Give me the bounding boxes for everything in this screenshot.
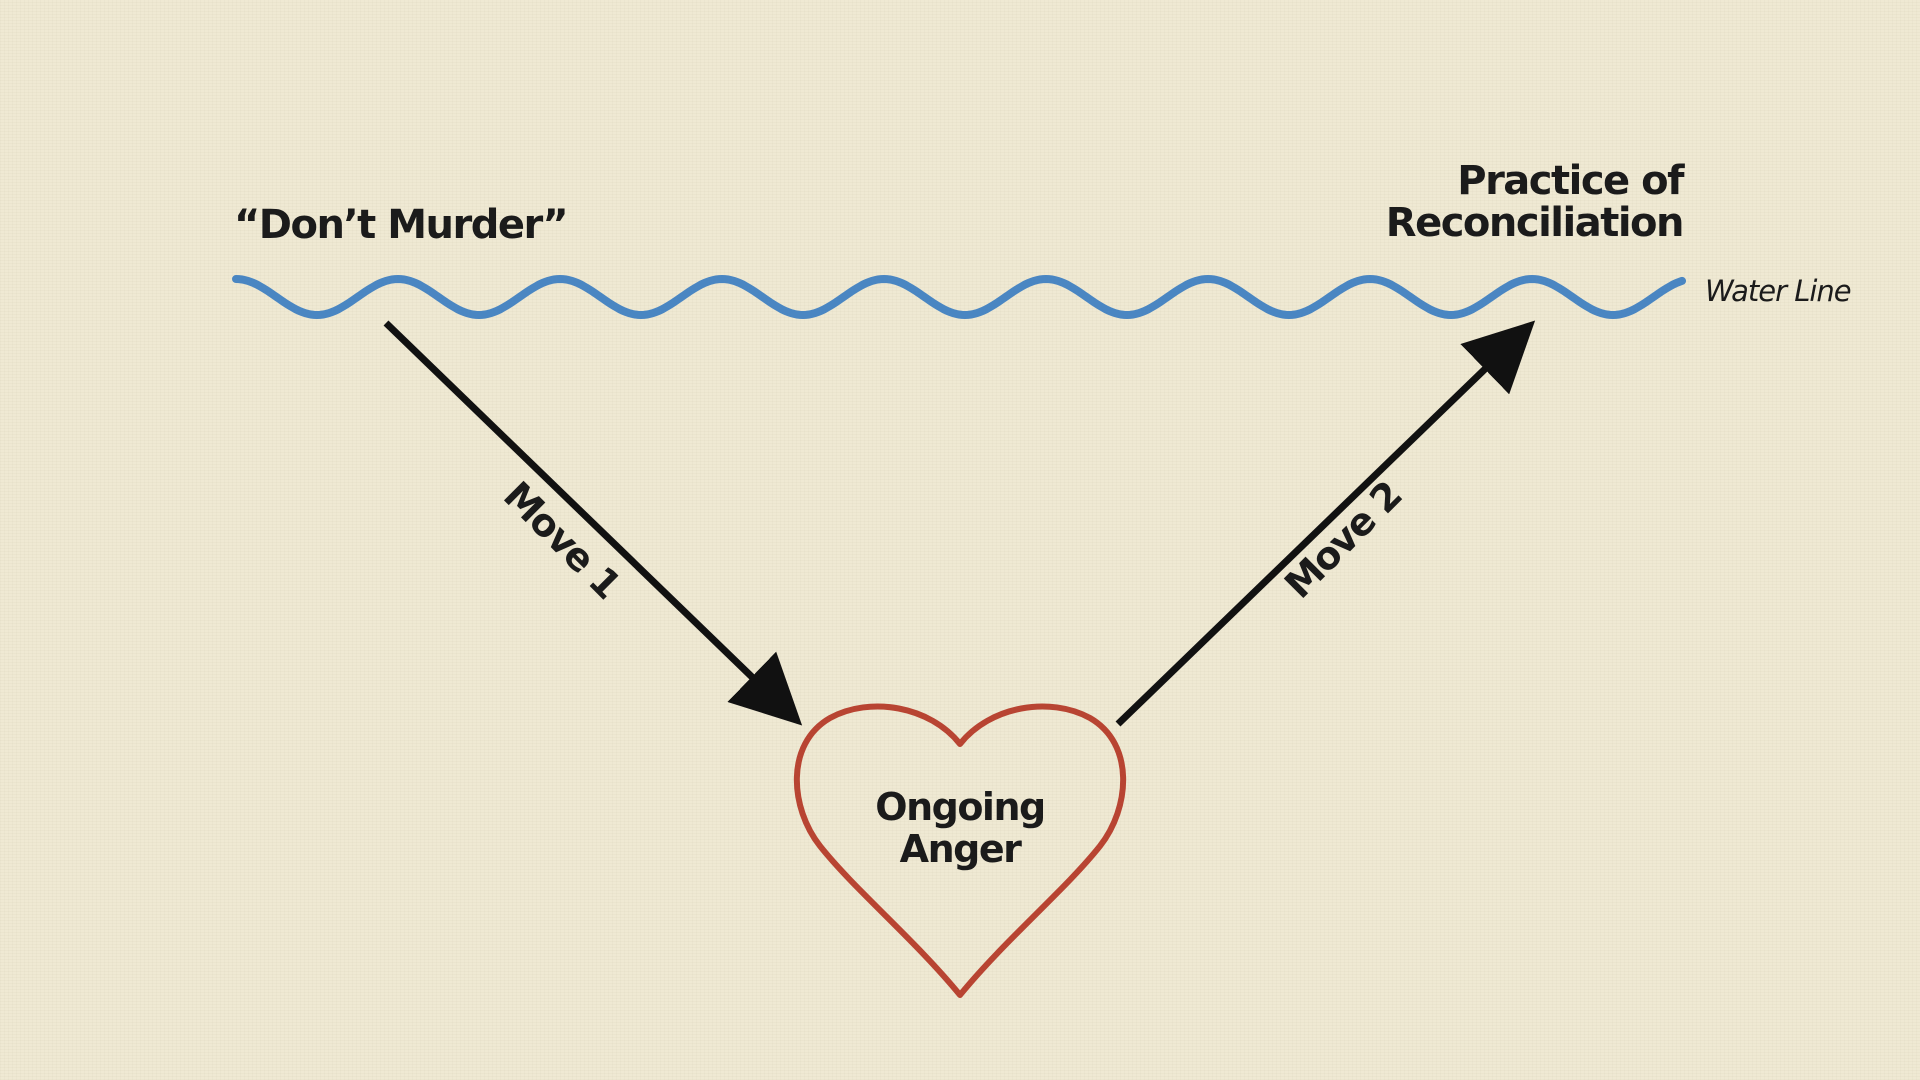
dont-murder-label: “Don’t Murder” xyxy=(234,202,569,248)
practice-of-reconciliation-label: Practice of Reconciliation xyxy=(1385,158,1685,246)
heart-label-line-2: Anger xyxy=(899,827,1022,871)
heart-label-line-1: Ongoing xyxy=(875,785,1046,829)
ongoing-anger-label: Ongoing Anger xyxy=(860,786,1060,870)
practice-line-1: Practice of xyxy=(1457,158,1684,204)
move-1-arrow xyxy=(383,320,803,726)
practice-line-2: Reconciliation xyxy=(1385,200,1685,246)
water-line-wave xyxy=(232,274,1686,320)
move-2-arrow xyxy=(1115,320,1536,727)
heart-outline-icon xyxy=(793,703,1127,998)
water-line-label: Water Line xyxy=(1705,274,1852,308)
